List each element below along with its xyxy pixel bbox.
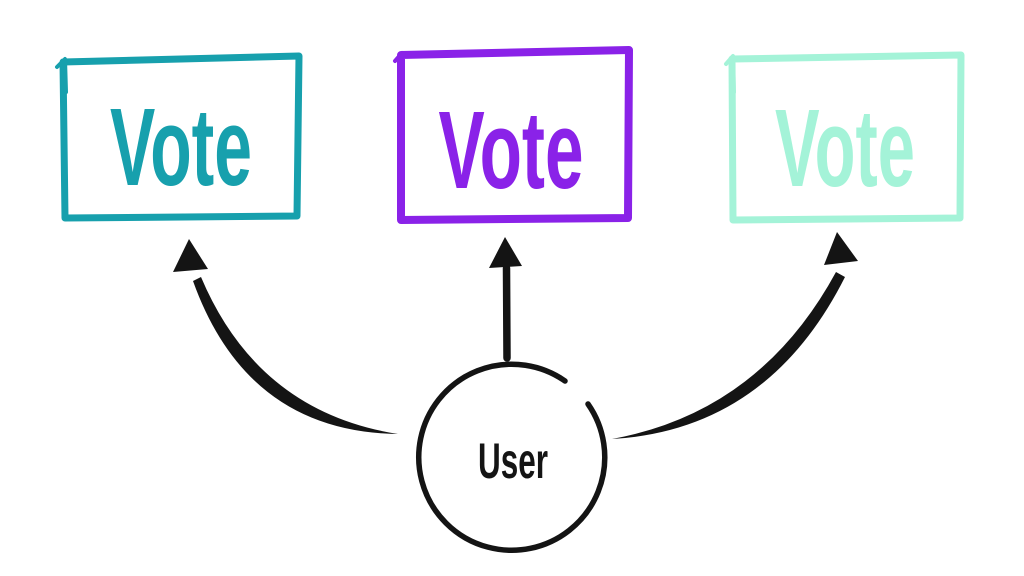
user-circle-sketch-overlap [428, 362, 563, 414]
vote-teal-label: Vote [110, 86, 252, 209]
vote-purple-box-border [397, 46, 633, 224]
node-vote-teal: Vote [55, 52, 303, 222]
edge-user-to-vote-purple [489, 237, 522, 362]
edge-user-to-vote-mint [612, 232, 858, 439]
arrowhead-right-icon [824, 232, 858, 265]
vote-teal-box-sketch-flick [55, 57, 68, 94]
edge-left-curve [193, 277, 398, 434]
vote-mint-box-sketch-flick [724, 54, 736, 94]
arrowhead-middle-icon [489, 237, 522, 268]
edge-right-curve [612, 272, 845, 439]
user-label: User [478, 433, 548, 489]
vote-mint-box-border [728, 51, 965, 224]
node-vote-mint: Vote [724, 51, 965, 224]
vote-mint-label: Vote [775, 87, 915, 210]
node-vote-purple: Vote [393, 46, 633, 224]
node-user: User [416, 361, 608, 553]
arrowhead-left-icon [173, 239, 208, 272]
vote-purple-label: Vote [439, 89, 584, 212]
edge-middle-stem [502, 264, 511, 362]
vote-teal-box-border [59, 52, 303, 222]
edge-user-to-vote-teal [173, 239, 398, 434]
vote-purple-box-sketch-flick [393, 51, 405, 88]
